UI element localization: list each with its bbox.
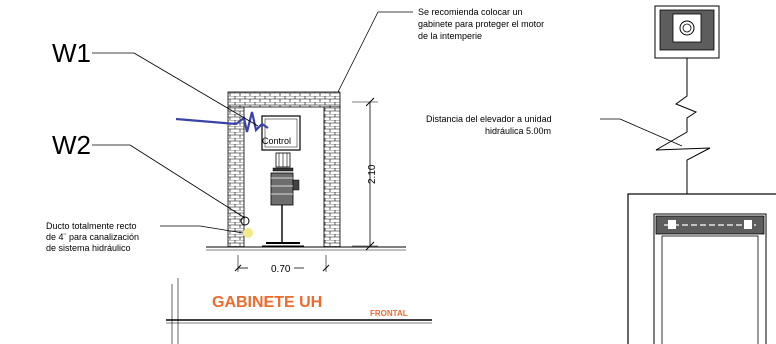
conduit-marker: [243, 228, 253, 238]
height-dim-label: 2.10: [367, 164, 378, 184]
control-label: Control: [262, 136, 291, 146]
distancia-note-line1: Distancia del elevador a unidad: [426, 114, 552, 124]
drawing-title: GABINETE UH: [212, 294, 322, 311]
cabinet-roof-bricks: [227, 91, 341, 108]
cabinet-right-wall: [323, 106, 341, 248]
ducto-note-line1: Ducto totalmente recto: [46, 221, 137, 231]
w1-label: W1: [52, 38, 91, 68]
motor-flange: [272, 167, 294, 172]
pump-bands: [271, 177, 293, 195]
gabinete-note-line3: de la intemperie: [418, 31, 482, 41]
drawing-subtitle: FRONTAL: [370, 309, 408, 318]
gabinete-note-line2: gabinete para proteger el motor: [418, 19, 544, 29]
control-box: [261, 115, 301, 151]
ducto-note-line3: de sistema hidráulico: [46, 243, 131, 253]
control-box-inner: [264, 118, 298, 148]
wire-w1: [175, 111, 269, 133]
width-dim-label: 0.70: [271, 264, 291, 275]
pipe-break-line: [655, 58, 711, 194]
elevator-plan-view: [600, 5, 776, 344]
elevator-car: [653, 213, 767, 344]
pump-side-box: [292, 179, 300, 191]
elevator-car-inner: [661, 235, 759, 344]
w2-label: W2: [52, 130, 91, 160]
gabinete-note-line1: Se recomienda colocar un: [418, 7, 523, 17]
hydraulic-unit-core: [672, 13, 702, 43]
elevator-frame: [627, 193, 776, 344]
cabinet-front-view: [92, 11, 432, 344]
conduit-end: [240, 216, 250, 226]
motor-fins: [278, 153, 288, 167]
cabinet-left-wall: [227, 106, 245, 248]
distancia-note-line2: hidráulica 5.00m: [485, 126, 551, 136]
ducto-note-line2: de 4¨ para canalización: [46, 232, 139, 242]
hydraulic-unit-port: [679, 20, 695, 36]
